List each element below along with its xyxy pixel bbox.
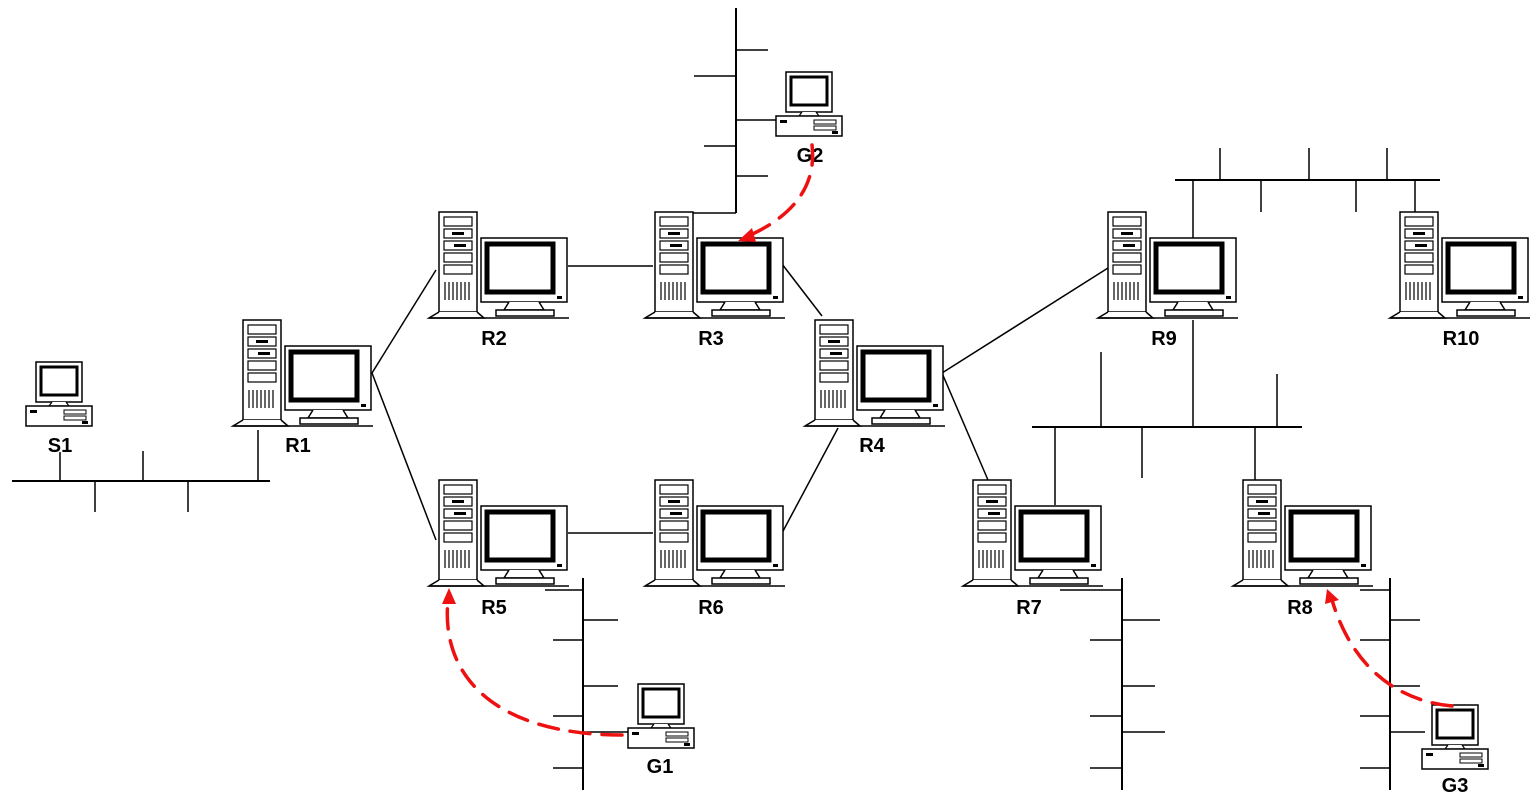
router-r2[interactable]: R2 — [429, 212, 569, 350]
arrow-g3-to-r8 — [1325, 589, 1452, 706]
router-r10[interactable]: R10 — [1390, 212, 1530, 350]
lan-r3-g2 — [690, 8, 778, 213]
node-label-g1: G1 — [647, 756, 674, 778]
desktop-computer-icon — [26, 362, 92, 426]
link-r3-r4 — [782, 264, 822, 316]
router-r7[interactable]: R7 — [963, 480, 1103, 619]
lan-r5-r6-g1 — [545, 578, 628, 790]
router-r6[interactable]: R6 — [645, 480, 785, 619]
node-label-r1: R1 — [285, 435, 311, 457]
node-label-r6: R6 — [698, 597, 724, 619]
router-r9[interactable]: R9 — [1098, 212, 1238, 350]
desktop-computer-icon — [628, 684, 694, 748]
host-g1[interactable]: G1 — [628, 684, 694, 778]
tower-workstation-icon — [1098, 212, 1238, 318]
node-label-r9: R9 — [1151, 328, 1177, 350]
node-label-s1: S1 — [48, 435, 72, 457]
arrow-g1-to-r5 — [442, 588, 622, 735]
tower-workstation-icon — [429, 480, 569, 586]
node-label-r10: R10 — [1443, 328, 1480, 350]
tower-workstation-icon — [1390, 212, 1530, 318]
node-label-r2: R2 — [481, 328, 507, 350]
tower-workstation-icon — [963, 480, 1103, 586]
link-r1-r5 — [372, 373, 436, 540]
link-r4-r9 — [942, 268, 1108, 373]
node-label-r8: R8 — [1287, 597, 1313, 619]
tower-workstation-icon — [233, 320, 373, 426]
lan-r7 — [1060, 578, 1165, 790]
router-r8[interactable]: R8 — [1233, 480, 1373, 619]
desktop-computer-icon — [1422, 705, 1488, 769]
node-label-r5: R5 — [481, 597, 507, 619]
link-r4-r7 — [942, 373, 988, 480]
tower-workstation-icon — [429, 212, 569, 318]
router-r3[interactable]: R3 — [645, 212, 785, 350]
link-r6-r4 — [782, 428, 838, 533]
node-label-g2: G2 — [797, 145, 824, 167]
router-r1[interactable]: R1 — [233, 320, 373, 457]
host-g2[interactable]: G2 — [776, 72, 842, 167]
lan-r8-g3 — [1360, 578, 1425, 790]
host-g3[interactable]: G3 — [1422, 705, 1488, 795]
tower-workstation-icon — [645, 480, 785, 586]
host-s1[interactable]: S1 — [26, 362, 92, 457]
node-label-r4: R4 — [859, 435, 885, 457]
node-label-r7: R7 — [1016, 597, 1042, 619]
tower-workstation-icon — [1233, 480, 1373, 586]
node-label-g3: G3 — [1442, 775, 1469, 795]
link-r1-r2 — [372, 270, 436, 373]
node-label-r3: R3 — [698, 328, 724, 350]
desktop-computer-icon — [776, 72, 842, 136]
router-r4[interactable]: R4 — [805, 320, 945, 457]
tower-workstation-icon — [805, 320, 945, 426]
